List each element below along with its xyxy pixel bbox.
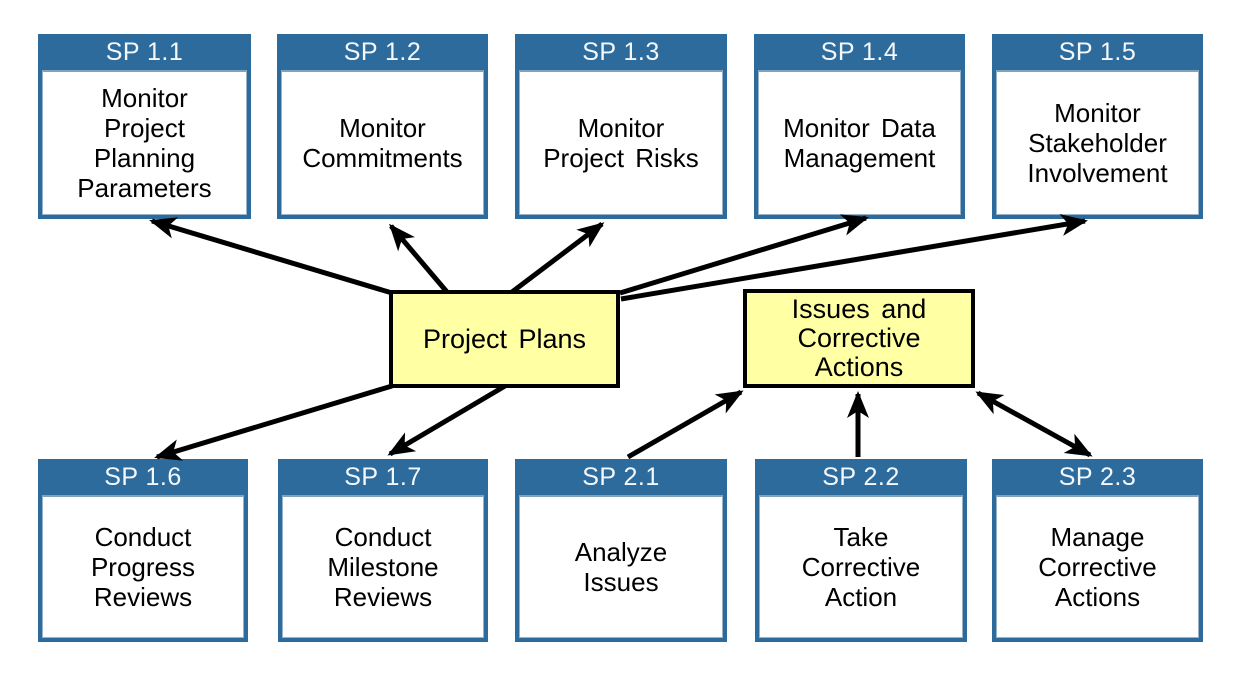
practice-code: SP 1.2 [343,37,422,66]
practice-code: SP 2.2 [822,462,900,491]
practice-label: Monitor Stakeholder Involvement [996,70,1199,215]
practice-box-sp-1-6: SP 1.6 Conduct Progress Reviews [38,459,248,642]
practice-label: Monitor Commitments [281,70,484,215]
practice-box-sp-1-5: SP 1.5 Monitor Stakeholder Involvement [992,34,1203,219]
arrow-project-plans-to-sp-1-2 [389,223,449,294]
note-issues-and-corrective-actions: Issues and Corrective Actions [743,289,975,388]
arrow-project-plans-to-sp-1-5 [620,214,1088,302]
practice-code: SP 1.7 [344,462,422,491]
practice-code: SP 1.3 [582,37,660,66]
practice-box-sp-2-1: SP 2.1 Analyze Issues [515,459,727,642]
practice-box-sp-2-3: SP 2.3 Manage Corrective Actions [992,459,1203,642]
practice-code: SP 1.5 [1058,37,1137,66]
arrow-project-plans-to-sp-1-3 [510,222,605,294]
practice-box-sp-1-1: SP 1.1 Monitor Project Planning Paramete… [38,34,251,219]
arrow-sp-2-3-issues-bidirectional [975,390,1093,458]
arrow-sp-2-1-to-issues [626,389,744,460]
practice-code: SP 1.6 [104,462,182,491]
practice-box-sp-1-7: SP 1.7 Conduct Milestone Reviews [278,459,488,642]
arrow-project-plans-to-sp-1-1 [149,217,393,296]
arrow-project-plans-to-sp-1-7 [387,383,507,457]
practice-code: SP 2.3 [1058,462,1137,491]
practice-label: Conduct Progress Reviews [42,495,244,638]
practice-box-sp-1-2: SP 1.2 Monitor Commitments [277,34,488,219]
practice-label: Monitor Project Planning Parameters [42,70,247,215]
arrow-project-plans-to-sp-1-6 [154,383,393,461]
practice-box-sp-1-4: SP 1.4 Monitor Data Management [754,34,965,219]
practice-box-sp-2-2: SP 2.2 Take Corrective Action [755,459,967,642]
practice-label: Monitor Project Risks [519,70,723,215]
note-project-plans: Project Plans [389,290,620,388]
practice-label: Analyze Issues [519,495,723,638]
practice-box-sp-1-3: SP 1.3 Monitor Project Risks [515,34,727,219]
practice-label: Manage Corrective Actions [996,495,1199,638]
practice-label: Monitor Data Management [758,70,961,215]
practice-code: SP 1.1 [105,37,184,66]
practice-label: Take Corrective Action [759,495,963,638]
arrow-project-plans-to-sp-1-4 [619,214,869,296]
practice-label: Conduct Milestone Reviews [282,495,484,638]
practice-code: SP 2.1 [582,462,660,491]
practice-code: SP 1.4 [820,37,899,66]
